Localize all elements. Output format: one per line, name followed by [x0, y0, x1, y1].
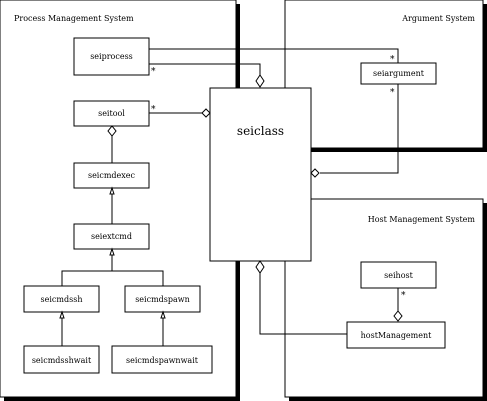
class-name: seicmdsshwait — [32, 356, 92, 365]
package-label-argument: Argument System — [401, 14, 475, 23]
class-seitool[interactable]: seitool — [73, 100, 150, 127]
multiplicity-seiargument-top: * — [390, 55, 395, 65]
class-seicmdsshwait[interactable]: seicmdsshwait — [23, 345, 100, 374]
class-name: seicmdssh — [41, 295, 83, 304]
class-name: hostManagement — [361, 331, 433, 340]
class-name: seitool — [98, 109, 125, 118]
package-label-host: Host Management System — [368, 215, 476, 224]
link-seiclass-hostmanagement — [259, 270, 347, 335]
class-box — [360, 62, 437, 85]
aggregation-diamond-seiclass-top — [255, 74, 265, 88]
multiplicity-seihost: * — [401, 291, 406, 301]
class-seicmdexec[interactable]: seicmdexec — [73, 162, 150, 189]
class-box — [360, 261, 437, 289]
arrowhead-seicmdssh — [59, 310, 65, 319]
package-label-process: Process Management System — [14, 14, 134, 23]
aggregation-diamond-hostmanagement — [393, 310, 403, 322]
class-seicmdssh[interactable]: seicmdssh — [23, 285, 100, 313]
class-box — [73, 37, 150, 76]
class-box — [23, 345, 100, 374]
arrowhead-seicmdexec — [109, 186, 115, 195]
class-name: seiclass — [237, 124, 284, 138]
aggregation-diamond-seiclass-right — [310, 168, 320, 178]
aggregation-diamond-seiclass-bottom — [255, 260, 265, 274]
class-name: seihost — [384, 271, 413, 280]
class-seiargument[interactable]: seiargument — [360, 62, 437, 85]
link-seiclass-seiargument — [320, 84, 399, 174]
class-seiclass[interactable]: seiclass — [209, 87, 312, 262]
class-box — [23, 285, 100, 313]
class-seicmdspawnwait[interactable]: seicmdspawnwait — [111, 345, 213, 374]
multiplicity-seitool: * — [151, 105, 156, 115]
package-host-management-system: Host Management System — [284, 198, 487, 401]
multiplicity-seiprocess: * — [151, 67, 156, 77]
aggregation-diamond-seitool — [107, 125, 117, 137]
aggregation-markers — [107, 74, 403, 322]
class-box — [73, 162, 150, 189]
class-seicmdspawn[interactable]: seicmdspawn — [124, 285, 201, 313]
arrowhead-seicmdspawn — [160, 310, 166, 319]
multiplicity-labels: * * * * * — [151, 55, 406, 301]
multiplicity-seiargument-bottom: * — [390, 88, 395, 98]
class-seiprocess[interactable]: seiprocess — [73, 37, 150, 76]
class-box — [209, 87, 312, 262]
class-seiextcmd[interactable]: seiextcmd — [73, 223, 150, 250]
link-branch-horizontal — [61, 270, 164, 286]
class-name: seiextcmd — [91, 232, 132, 241]
class-name: seicmdspawnwait — [126, 356, 199, 365]
class-hostmanagement[interactable]: hostManagement — [346, 321, 446, 349]
package-process-management-system: Process Management System — [0, 0, 240, 401]
arrowhead-seiextcmd — [109, 247, 115, 256]
class-box — [346, 321, 446, 349]
class-box — [124, 285, 201, 313]
class-name: seiargument — [373, 69, 425, 78]
class-box — [111, 345, 213, 374]
package-frame — [284, 198, 484, 398]
aggregation-diamond-seiclass-left — [201, 108, 211, 118]
class-seihost[interactable]: seihost — [360, 261, 437, 289]
class-name: seicmdexec — [88, 171, 136, 180]
link-seiprocess-seiargument — [149, 48, 399, 63]
inheritance-markers — [59, 186, 166, 319]
class-name: seiprocess — [90, 52, 133, 61]
class-name: seicmdspawn — [135, 295, 190, 304]
